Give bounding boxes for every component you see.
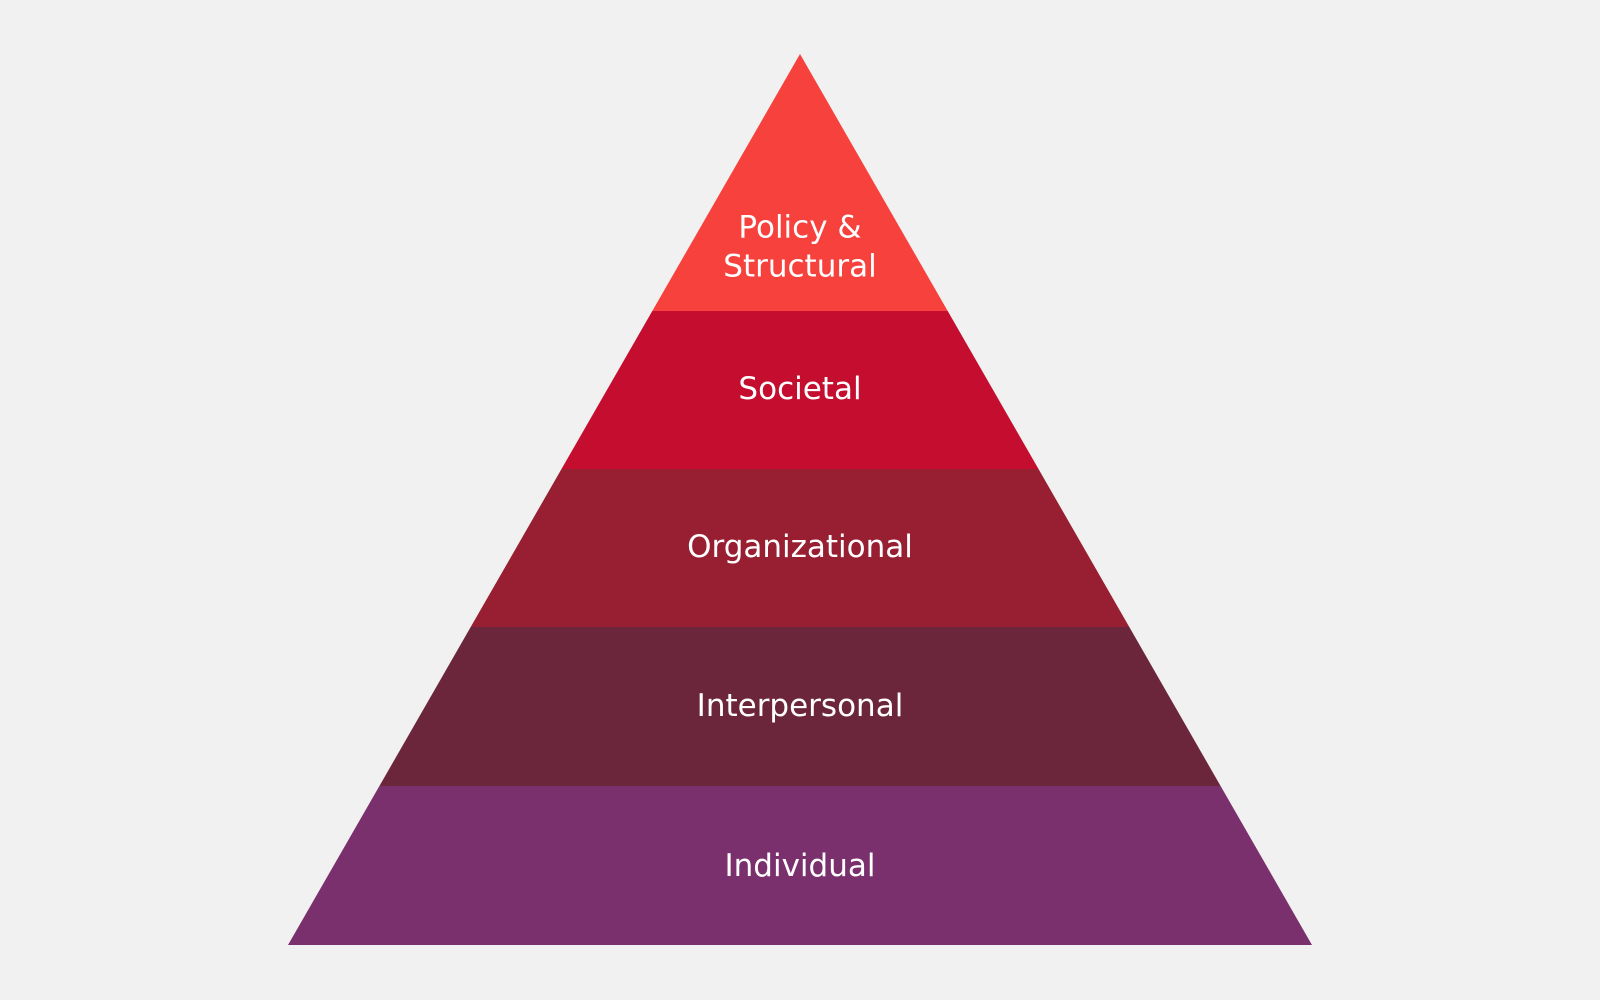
pyramid-layer-2 — [561, 311, 1039, 469]
pyramid-layer-label-4: Interpersonal — [697, 688, 904, 724]
pyramid-layer-4 — [379, 627, 1221, 786]
pyramid-labels: Policy &StructuralSocietalOrganizational… — [687, 209, 913, 884]
pyramid-layer-3 — [470, 469, 1130, 627]
pyramid-layer-label-line: Interpersonal — [697, 688, 904, 724]
pyramid-layer-5 — [288, 786, 1312, 945]
pyramid-layer-label-line: Individual — [725, 848, 876, 884]
pyramid-layer-label-line: Structural — [723, 248, 876, 284]
pyramid-layer-label-3: Organizational — [687, 529, 913, 565]
pyramid-layer-label-1: Policy &Structural — [723, 209, 876, 284]
pyramid-layer-label-2: Societal — [738, 371, 861, 407]
pyramid-layer-label-line: Policy & — [738, 209, 861, 245]
pyramid-layers — [288, 54, 1312, 945]
pyramid-layer-label-5: Individual — [725, 848, 876, 884]
pyramid-layer-1 — [652, 54, 948, 311]
pyramid-layer-label-line: Societal — [738, 371, 861, 407]
pyramid-layer-label-line: Organizational — [687, 529, 913, 565]
